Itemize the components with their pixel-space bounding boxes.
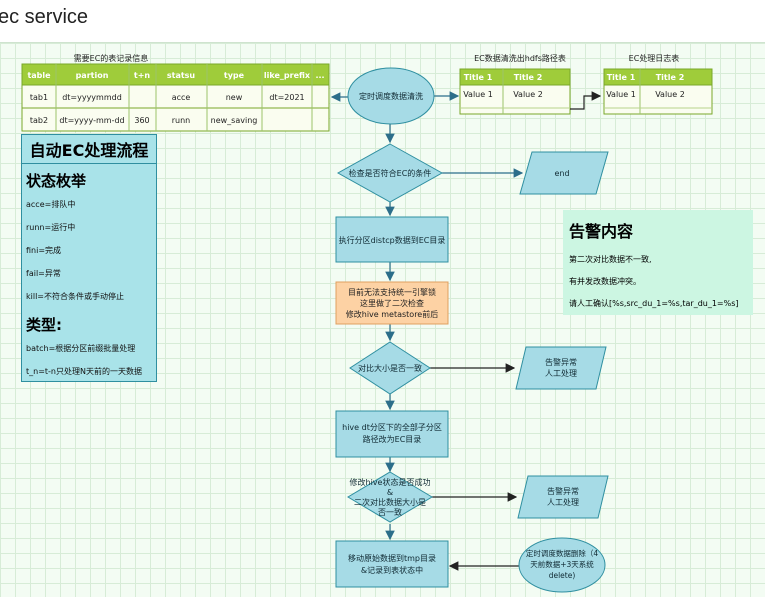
header-bar: ec service — [0, 0, 765, 38]
enum-item: runn=运行中 — [26, 223, 76, 232]
end-node-label: end — [554, 169, 569, 178]
enum-title: 状态枚举 — [26, 172, 87, 190]
decision-size-match — [349, 341, 431, 395]
decision-hive-status-line: 修改hive状态是否成功 — [350, 477, 431, 487]
log-table-caption: EC处理日志表 — [629, 53, 680, 63]
log-table: Title 1 Title 2 Value 1 Value 2 — [603, 68, 713, 115]
process-move-tmp-line: 移动原始数据到tmp目录 — [348, 553, 436, 563]
record-table-caption: 需要EC的表记录信息 — [74, 53, 149, 63]
col-header-like-prefix: like_prefix — [264, 71, 311, 80]
alarm-line: 有并发改数据冲突。 — [569, 277, 641, 286]
table-cell: tab2 — [30, 116, 48, 125]
timer-delete-node — [518, 537, 606, 593]
process-distcp — [335, 216, 449, 263]
log-cell-2: Value 2 — [655, 90, 685, 99]
decision-ec-condition — [336, 143, 444, 203]
table-cell: 360 — [134, 116, 149, 125]
hdfs-cell-1: Value 1 — [463, 90, 493, 99]
decision-hive-status-line: & — [387, 488, 393, 497]
alarm-content-box: 告警内容 第二次对比数据不一致, 有并发改数据冲突。 请人工确认[%s,src_… — [563, 210, 753, 315]
alert-node-2-line: 人工处理 — [547, 497, 579, 507]
process-hive-path-line: hive dt分区下的全部子分区 — [342, 422, 442, 432]
process-move-tmp — [335, 540, 449, 588]
alarm-title: 告警内容 — [569, 222, 634, 241]
decision-size-match-label: 对比大小是否一致 — [358, 363, 422, 373]
col-header-statsu: statsu — [167, 71, 196, 80]
panel-title: 自动EC处理流程 — [22, 135, 156, 164]
alarm-line: 请人工确认[%s,src_du_1=%s,tar_du_1=%s] — [569, 299, 739, 308]
type-item: t_n=t-n只处理N天前的一天数据 — [26, 367, 142, 376]
process-distcp-label: 执行分区distcp数据到EC目录 — [339, 235, 446, 245]
alert-node-2 — [517, 475, 609, 519]
table-cell: runn — [172, 116, 191, 125]
record-table: table partion t+n statsu type like_prefi… — [21, 63, 330, 132]
table-cell: new_saving — [211, 116, 258, 125]
note-line: 修改hive metastore前后 — [346, 309, 438, 319]
table-cell: new — [226, 93, 243, 102]
end-node — [519, 151, 609, 195]
hdfs-cell-2: Value 2 — [513, 90, 543, 99]
decision-ec-condition-label: 检查是否符合EC的条件 — [349, 168, 432, 178]
enum-item: acce=排队中 — [26, 200, 76, 209]
decision-hive-status-line: 否一致 — [378, 507, 402, 517]
note-lock — [335, 281, 449, 325]
decision-hive-status — [347, 471, 433, 523]
alert-node-2-line: 告警异常 — [547, 486, 579, 496]
enum-item: fail=异常 — [26, 269, 61, 278]
table-cell: dt=2021 — [269, 93, 304, 102]
timer-delete-line: 定时调度数据删除（4 — [526, 548, 598, 558]
note-line: 目前无法支持统一引擎锁 — [348, 287, 436, 297]
log-cell-1: Value 1 — [606, 90, 636, 99]
timer-delete-line: delete) — [549, 571, 576, 580]
col-header-partion: partion — [76, 71, 109, 80]
timer-delete-line: 天前数据+3天系统 — [530, 559, 594, 569]
hdfs-table-caption: EC数据清洗出hdfs路径表 — [474, 53, 566, 63]
col-header-more: ... — [315, 71, 324, 80]
log-col-2: Title 2 — [656, 73, 685, 82]
log-col-1: Title 1 — [607, 73, 636, 82]
hdfs-col-1: Title 1 — [464, 73, 493, 82]
note-line: 这里做了二次检查 — [360, 298, 424, 308]
page-title: ec service — [0, 6, 89, 28]
process-hive-path — [335, 410, 449, 458]
process-legend-panel: 自动EC处理流程 状态枚举 acce=排队中 runn=运行中 fini=完成 … — [21, 134, 157, 382]
alert-node-1 — [515, 346, 607, 390]
col-header-table: table — [27, 71, 51, 80]
process-hive-path-line: 路径改为EC目录 — [363, 434, 422, 444]
col-header-type: type — [224, 71, 245, 80]
alarm-line: 第二次对比数据不一致, — [569, 255, 652, 264]
col-header-tn: t+n — [134, 71, 151, 80]
start-node — [347, 67, 435, 125]
table-cell: acce — [172, 93, 191, 102]
arrow-hdfs-to-log — [570, 91, 602, 110]
enum-item: kill=不符合条件或手动停止 — [26, 292, 125, 301]
table-cell: dt=yyyy-mm-dd — [59, 116, 124, 125]
type-item: batch=根据分区前缀批量处理 — [26, 344, 136, 353]
alert-node-1-line: 告警异常 — [545, 357, 577, 367]
process-move-tmp-line: &记录到表状态中 — [361, 565, 423, 575]
table-cell: dt=yyyymmdd — [62, 93, 122, 102]
type-title: 类型: — [26, 316, 62, 334]
hdfs-col-2: Title 2 — [514, 73, 543, 82]
start-node-label: 定时调度数据清洗 — [359, 91, 423, 101]
hdfs-table: Title 1 Title 2 Value 1 Value 2 — [459, 68, 571, 115]
decision-hive-status-line: 二次对比数据大小是 — [354, 497, 426, 507]
alert-node-1-line: 人工处理 — [545, 368, 577, 378]
table-cell: tab1 — [30, 93, 48, 102]
enum-item: fini=完成 — [26, 246, 62, 255]
